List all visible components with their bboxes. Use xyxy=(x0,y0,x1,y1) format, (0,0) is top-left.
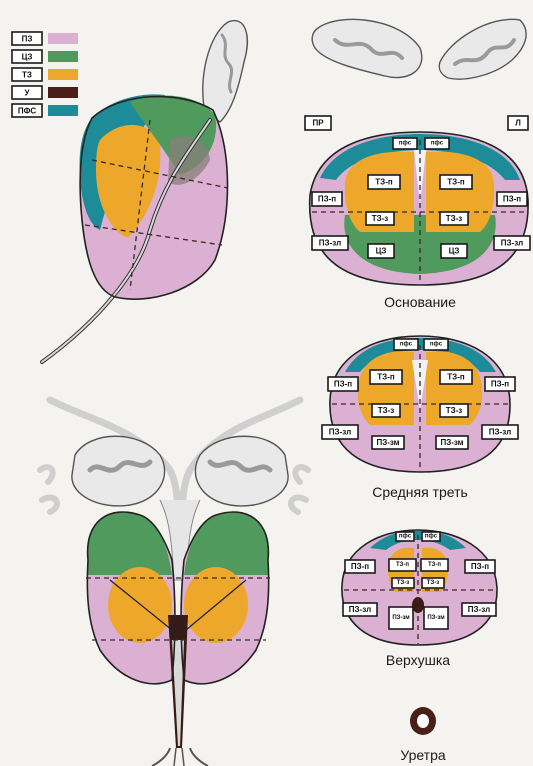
apex-label-tz-a-right: ТЗ-з xyxy=(427,580,439,586)
base-label-pz-p-left: ПЗ-п xyxy=(318,195,336,204)
base-label-tz-a-right: ТЗ-з xyxy=(446,214,463,223)
legend-item-afs: ПФС xyxy=(12,104,78,117)
mid-label-pz-pm-right: ПЗ-зм xyxy=(440,438,463,447)
base-label-pz-p-right: ПЗ-п xyxy=(503,195,521,204)
legend-label-tz: ТЗ xyxy=(22,71,32,80)
mid-label-pz-p-left: ПЗ-п xyxy=(334,380,352,389)
apex-label-pz-p-left: ПЗ-п xyxy=(351,562,369,571)
base-label-pz-pl-right: ПЗ-зл xyxy=(501,239,523,248)
orientation-right-label: ПР xyxy=(312,119,324,128)
mid-label-pz-p-right: ПЗ-п xyxy=(491,380,509,389)
mid-label-pz-pl-right: ПЗ-зл xyxy=(489,428,511,437)
legend-swatch-pz xyxy=(48,33,78,44)
apex-label-tz-p-right: ТЗ-п xyxy=(428,562,441,568)
base-section: пфс пфс ТЗ-п ТЗ-п ТЗ-з ТЗ-з ПЗ-п ПЗ-п ПЗ… xyxy=(310,132,530,310)
apex-section: пфс пфс ТЗ-п ТЗ-п ТЗ-з ТЗ-з ПЗ-п ПЗ-п ПЗ… xyxy=(342,530,497,668)
apex-label-pz-pm-right: ПЗ-зм xyxy=(427,615,445,621)
legend-label-pz: ПЗ xyxy=(22,35,33,44)
mid-label-pz-pl-left: ПЗ-зл xyxy=(329,428,351,437)
base-label-cz-right: ЦЗ xyxy=(449,247,460,256)
seminal-vesicle-sagittal xyxy=(203,21,248,122)
base-label-tz-p-right: ТЗ-п xyxy=(447,178,465,187)
coronal-cz-right xyxy=(184,512,268,575)
apex-label-afs-right: пфс xyxy=(425,533,438,540)
mid-label-afs-right: пфс xyxy=(430,341,443,348)
orientation-left-label: Л xyxy=(515,119,521,128)
mid-label-afs-left: пфс xyxy=(400,341,413,348)
seminal-vesicle-left xyxy=(72,436,165,506)
mid-label-tz-p-left: ТЗ-п xyxy=(377,373,395,382)
legend-swatch-u xyxy=(48,87,78,98)
legend-item-pz: ПЗ xyxy=(12,32,78,45)
apex-label-tz-a-left: ТЗ-з xyxy=(397,580,409,586)
seminal-vesicle-right xyxy=(195,436,288,506)
apex-pz xyxy=(342,530,497,645)
base-label-cz-left: ЦЗ xyxy=(376,247,387,256)
legend-swatch-afs xyxy=(48,105,78,116)
legend-label-cz: ЦЗ xyxy=(22,53,33,62)
legend-label-afs: ПФС xyxy=(18,107,37,116)
mid-section: пфс пфс ТЗ-п ТЗ-п ТЗ-з ТЗ-з ПЗ-п ПЗ-п ПЗ… xyxy=(322,336,518,500)
base-caption: Основание xyxy=(384,294,456,310)
base-label-afs-right: пфс xyxy=(431,140,444,147)
apex-caption: Верхушка xyxy=(386,652,450,668)
apex-label-pz-pl-left: ПЗ-зл xyxy=(349,605,371,614)
apex-label-afs-left: пфс xyxy=(399,533,412,540)
legend-item-u: У xyxy=(12,86,78,99)
mid-label-tz-a-left: ТЗ-з xyxy=(378,406,395,415)
base-label-tz-a-left: ТЗ-з xyxy=(372,214,389,223)
legend-item-tz: ТЗ xyxy=(12,68,78,81)
legend-swatch-tz xyxy=(48,69,78,80)
coronal-cz-left xyxy=(88,512,172,575)
base-label-tz-p-left: ТЗ-п xyxy=(375,178,393,187)
apex-label-pz-p-right: ПЗ-п xyxy=(471,562,489,571)
mid-label-pz-pm-left: ПЗ-зм xyxy=(376,438,399,447)
urethra-caption: Уретра xyxy=(400,747,446,763)
apex-label-tz-p-left: ТЗ-п xyxy=(396,562,409,568)
orientation-labels: ПР Л xyxy=(305,116,528,130)
seminal-vesicles-top xyxy=(312,19,526,79)
urethra-cross-section: Уретра xyxy=(400,707,446,763)
apex-label-pz-pl-right: ПЗ-зл xyxy=(468,605,490,614)
legend-swatch-cz xyxy=(48,51,78,62)
base-label-pz-pl-left: ПЗ-зл xyxy=(319,239,341,248)
legend-item-cz: ЦЗ xyxy=(12,50,78,63)
mid-label-tz-a-right: ТЗ-з xyxy=(446,406,463,415)
legend: ПЗ ЦЗ ТЗ У ПФС xyxy=(12,32,78,117)
base-label-afs-left: пфс xyxy=(399,140,412,147)
mid-label-tz-p-right: ТЗ-п xyxy=(447,373,465,382)
apex-label-pz-pm-left: ПЗ-зм xyxy=(392,615,410,621)
mid-caption: Средняя треть xyxy=(372,484,468,500)
coronal-view xyxy=(40,400,308,766)
